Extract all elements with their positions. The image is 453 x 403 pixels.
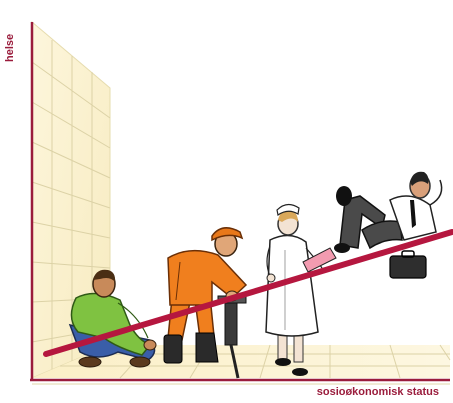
y-axis-label: helse	[4, 34, 16, 62]
figure-construction-worker	[164, 228, 246, 378]
x-axis-label: sosioøkonomisk status	[317, 386, 439, 398]
